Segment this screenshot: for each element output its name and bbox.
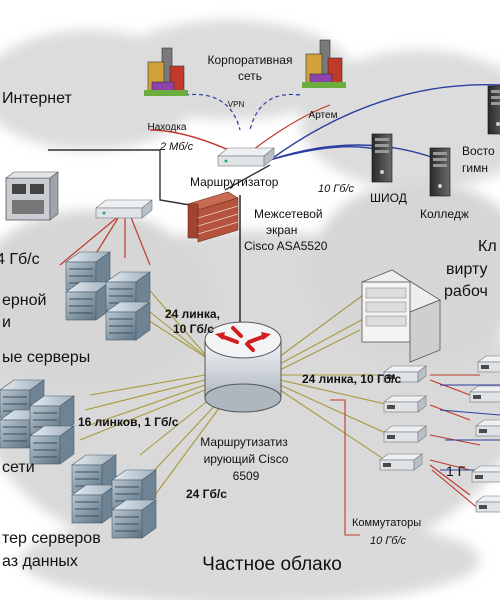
corporate-network-label-2: сеть xyxy=(238,69,262,83)
switches-label: Коммутаторы xyxy=(352,517,421,529)
core-router-icon xyxy=(204,321,282,413)
links24-left-label-1: 24 линка, xyxy=(165,307,220,321)
server-rack-icon xyxy=(65,281,111,321)
firewall-label-1: Межсетевой xyxy=(254,207,323,221)
storage-rack-icon xyxy=(361,269,441,363)
switch-icon xyxy=(383,425,427,443)
router-top-label: Маршрутизатор xyxy=(190,175,279,189)
switch-icon xyxy=(475,495,500,513)
server-rack-icon xyxy=(111,499,157,539)
switch-icon xyxy=(379,453,423,471)
tower-server-icon xyxy=(487,85,500,135)
virtual-workplaces-label-2: вирту xyxy=(446,261,488,278)
links24-left-label-2: 10 Гб/с xyxy=(173,322,214,336)
firewall-label-3: Cisco ASA5520 xyxy=(244,239,328,253)
virtual-workplaces-label-3: рабоч xyxy=(444,283,488,300)
shiod-label: ШИОД xyxy=(370,191,407,205)
links24-right-label: 24 линка, 10 Гб/с xyxy=(302,372,402,386)
vostok-label-2: гимн xyxy=(462,161,488,175)
cluster-db-label-2: аз данных xyxy=(2,553,78,570)
core-router-label-1: Маршрутизатиз xyxy=(200,435,288,449)
tower-server-icon xyxy=(429,147,451,197)
college-label: Колледж xyxy=(420,207,469,221)
virtual-workplaces-label-1: Кл xyxy=(478,238,497,255)
server-left-label-2: и xyxy=(2,314,11,331)
switch-icon xyxy=(383,395,427,413)
corporate-network-label-1: Корпоративная xyxy=(208,53,293,67)
server-left-label-1: ерной xyxy=(2,292,46,309)
tower-server-icon xyxy=(371,133,393,183)
speed-1g-right-label: 1 Г xyxy=(446,463,466,479)
server-left-label-3: ые серверы xyxy=(2,349,90,366)
artem-label: Артем xyxy=(309,110,338,121)
server-rack-icon xyxy=(105,301,151,341)
router-icon xyxy=(217,147,275,167)
speed-10g-bottom-label: 10 Гб/с xyxy=(370,535,407,547)
switch-icon xyxy=(469,385,500,403)
server-rack-icon xyxy=(29,425,75,465)
nakhodka-label: Находка xyxy=(147,122,186,133)
cluster-db-label-1: тер серверов xyxy=(2,530,101,547)
core-router-label-2: ирующий Cisco xyxy=(204,452,289,466)
speed-10g-right-label: 10 Гб/с xyxy=(318,183,355,195)
links16-label: 16 линков, 1 Гб/с xyxy=(78,415,179,429)
internet-label: Интернет xyxy=(2,90,72,107)
speed-2mb-label: 2 Мб/с xyxy=(159,141,194,153)
firewall-label-2: экран xyxy=(266,223,297,237)
mainframe-icon xyxy=(5,171,59,221)
vostok-label-1: Восто xyxy=(462,144,495,158)
seti-label: сети xyxy=(2,459,35,476)
private-cloud-label: Частное облако xyxy=(202,554,342,575)
speed-24g-label: 24 Гб/с xyxy=(186,487,227,501)
speed-4g-left-label: 4 Гб/с xyxy=(0,251,40,268)
router-icon xyxy=(95,199,153,219)
firewall-icon xyxy=(187,191,239,243)
core-router-label-3: 6509 xyxy=(233,469,260,483)
server-rack-icon xyxy=(71,484,117,524)
vpn-label: VPN xyxy=(228,100,245,109)
